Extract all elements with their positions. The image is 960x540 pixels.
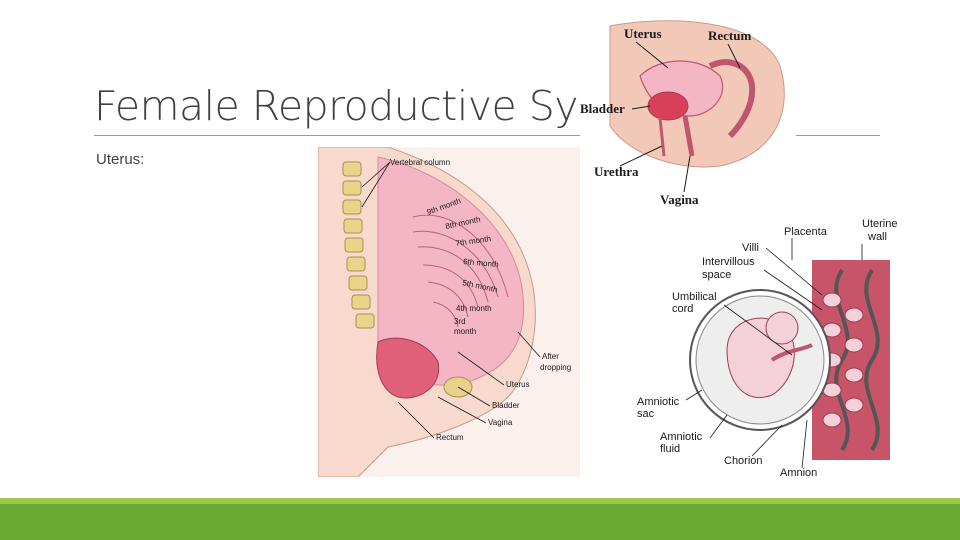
- label-villi: Villi: [742, 242, 759, 254]
- label-after: After: [542, 352, 559, 361]
- label-amniotic-sac: Amniotic: [637, 396, 680, 408]
- label-bladder: Bladder: [492, 401, 520, 410]
- label-vagina: Vagina: [660, 192, 699, 207]
- label-placenta: Placenta: [784, 226, 828, 238]
- pregnancy-uterus-illustration: Vertebral column 9th month 8th month 7th…: [318, 147, 580, 477]
- label-uterus: Uterus: [624, 26, 662, 41]
- label-vagina: Vagina: [488, 418, 513, 427]
- label-uterine: Uterine: [862, 218, 897, 230]
- label-chorion: Chorion: [724, 455, 763, 467]
- label-bladder: Bladder: [580, 101, 625, 116]
- label-wall: wall: [867, 231, 887, 243]
- label-amnion: Amnion: [780, 467, 817, 479]
- label-fluid: fluid: [660, 443, 680, 455]
- label-dropping: dropping: [540, 363, 571, 372]
- body-text-uterus: Uterus:: [96, 151, 144, 168]
- placenta-fetus-illustration: Placenta Uterine wall Villi Intervillous…: [632, 210, 910, 485]
- label-month: month: [454, 327, 476, 336]
- label-amniotic-fluid: Amniotic: [660, 431, 703, 443]
- label-cord: cord: [672, 303, 693, 315]
- label-3rd: 3rd: [454, 317, 466, 326]
- label-intervillous: Intervillous: [702, 256, 755, 268]
- pelvis-cross-section-illustration: Uterus Rectum Bladder Urethra Vagina: [580, 6, 796, 214]
- label-sac: sac: [637, 408, 655, 420]
- footer-accent-bar: [0, 504, 960, 540]
- label-rectum: Rectum: [708, 28, 751, 43]
- slide-title: Female Reproductive Syst: [94, 82, 614, 130]
- label-uterus: Uterus: [506, 380, 530, 389]
- label-rectum: Rectum: [436, 433, 464, 442]
- label-umbilical: Umbilical: [672, 291, 717, 303]
- label-space: space: [702, 269, 731, 281]
- label-urethra: Urethra: [594, 164, 639, 179]
- label-4th-month: 4th month: [456, 304, 492, 313]
- label-vertebral-column: Vertebral column: [390, 158, 450, 167]
